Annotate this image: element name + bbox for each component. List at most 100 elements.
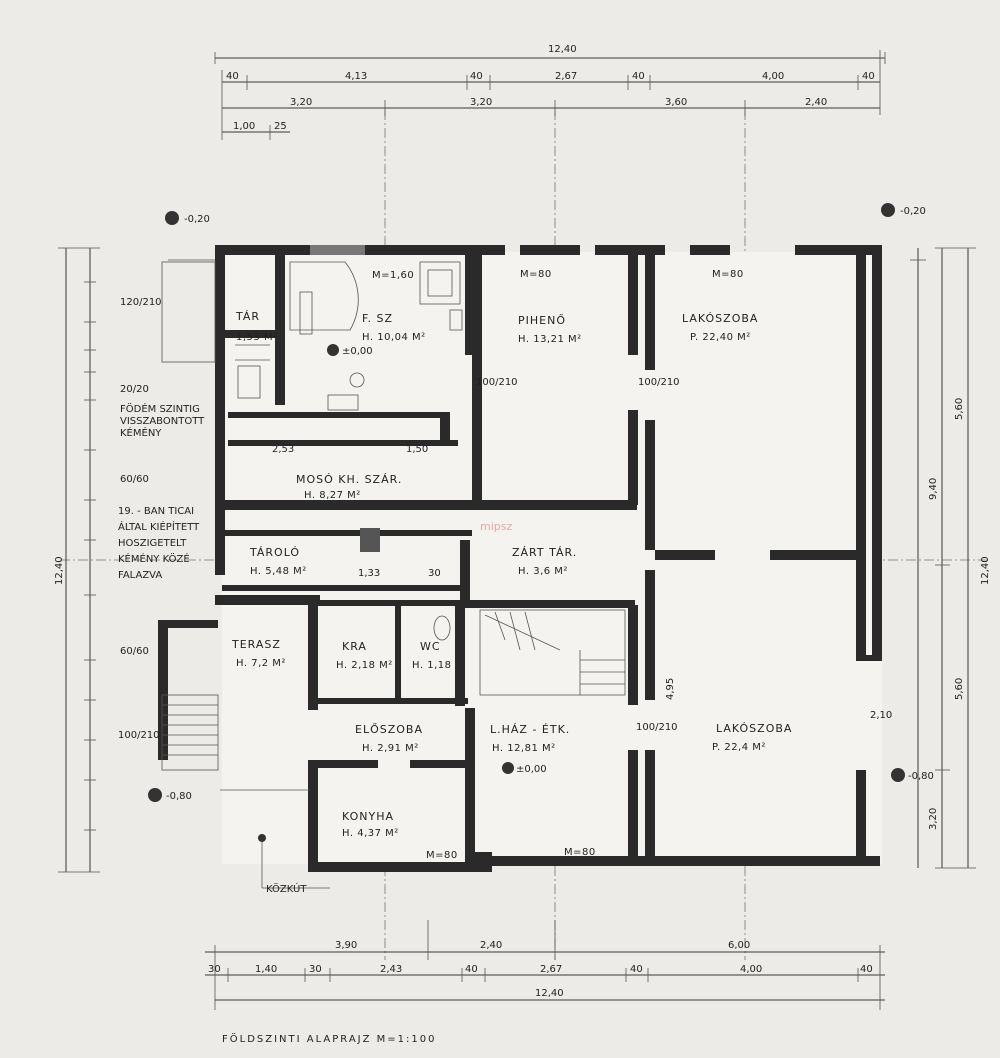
room-eloszoba-name: ELŐSZOBA bbox=[355, 722, 423, 736]
plan-caption: FÖLDSZINTI ALAPRAJZ M=1:100 bbox=[222, 1032, 436, 1045]
top-dimensions: 12,40 40 4,13 40 2,67 40 4,00 40 3,20 3,… bbox=[214, 44, 886, 140]
room-fsz-name: F. SZ bbox=[362, 312, 393, 325]
note-line: HOSZIGETELT bbox=[118, 538, 187, 549]
room-lako1-height: M=80 bbox=[712, 269, 744, 280]
room-konyha-area: H. 4,37 M² bbox=[342, 828, 399, 839]
dim-top-3a: 1,00 bbox=[233, 121, 255, 132]
dim-inner: 2,10 bbox=[870, 710, 892, 721]
notes: FÖDÉM SZINTIG VISSZABONTOTT KÉMÉNY 19. -… bbox=[118, 402, 307, 895]
level-marker-icon bbox=[148, 788, 162, 802]
room-konyha-height: M=80 bbox=[426, 850, 458, 861]
watermark-logo: mipsz bbox=[480, 520, 512, 533]
dim-top-1d: 2,67 bbox=[555, 71, 577, 82]
dim-bottom-1f: 2,67 bbox=[540, 964, 562, 975]
dim-inner: 30 bbox=[428, 568, 441, 579]
right-dimensions: 5,60 5,60 3,20 9,40 12,40 bbox=[910, 247, 991, 869]
dim-bottom-1g: 40 bbox=[630, 964, 643, 975]
room-lako1-name: LAKÓSZOBA bbox=[682, 312, 758, 325]
note-line: FÖDÉM SZINTIG bbox=[120, 402, 200, 415]
opening-tag: 20/20 bbox=[120, 384, 149, 395]
room-moso-area: H. 8,27 M² bbox=[304, 490, 361, 501]
room-moso-name: MOSÓ KH. SZÁR. bbox=[296, 473, 402, 486]
dim-right-3: 3,20 bbox=[928, 808, 939, 830]
opening-tags: 100/210 100/210 100/210 100/210 60/60 60… bbox=[118, 297, 892, 741]
level-topleft: -0,20 bbox=[184, 214, 210, 225]
room-terasz-name: TERASZ bbox=[231, 638, 281, 651]
dim-right-1: 5,60 bbox=[954, 398, 965, 420]
room-kra-area: H. 2,18 M² bbox=[336, 660, 393, 671]
dim-top-3b: 25 bbox=[274, 121, 287, 132]
dim-top-1e: 40 bbox=[632, 71, 645, 82]
room-fsz-area: H. 10,04 M² bbox=[362, 332, 426, 343]
opening-tag: 100/210 bbox=[118, 730, 160, 741]
dim-top-total: 12,40 bbox=[548, 44, 577, 55]
level-marker-icon bbox=[881, 203, 895, 217]
room-eloszoba-area: H. 2,91 M² bbox=[362, 743, 419, 754]
opening-tag: 60/60 bbox=[120, 646, 149, 657]
level-center: ±0,00 bbox=[342, 346, 373, 357]
dim-bottom-1e: 40 bbox=[465, 964, 478, 975]
note-kozkut: KÖZKÚT bbox=[266, 882, 307, 895]
dim-right-2: 5,60 bbox=[954, 678, 965, 700]
dim-inner: 1,33 bbox=[358, 568, 380, 579]
room-piheno-area: H. 13,21 M² bbox=[518, 334, 582, 345]
dim-right-mid: 9,40 bbox=[928, 478, 939, 500]
room-tar-name: TÁR bbox=[235, 310, 260, 323]
opening-tag: 100/210 bbox=[638, 377, 680, 388]
dim-top-1f: 4,00 bbox=[762, 71, 784, 82]
room-tarolo-area: H. 5,48 M² bbox=[250, 566, 307, 577]
room-terasz-area: H. 7,2 M² bbox=[236, 658, 286, 669]
dim-bottom-1h: 4,00 bbox=[740, 964, 762, 975]
note-line: 19. - BAN TICAI bbox=[118, 506, 194, 517]
dim-left-total: 12,40 bbox=[54, 556, 65, 585]
room-fsz-height: M=1,60 bbox=[372, 270, 414, 281]
dim-top-2c: 3,60 bbox=[665, 97, 687, 108]
dim-top-1b: 4,13 bbox=[345, 71, 367, 82]
room-zart-name: ZÁRT TÁR. bbox=[512, 546, 577, 559]
dim-top-2d: 2,40 bbox=[805, 97, 827, 108]
room-lako1-area: P. 22,40 M² bbox=[690, 332, 751, 343]
dim-bottom-2b: 2,40 bbox=[480, 940, 502, 951]
note-line: VISSZABONTOTT bbox=[120, 416, 205, 427]
room-tarolo-name: TÁROLÓ bbox=[249, 546, 300, 559]
bottom-dimensions: 3,90 2,40 6,00 30 1,40 30 2,43 40 2,67 4… bbox=[205, 920, 885, 1010]
note-line: KÉMÉNY KÖZÉ bbox=[118, 552, 190, 565]
room-piheno-height: M=80 bbox=[520, 269, 552, 280]
note-line: FALAZVA bbox=[118, 570, 162, 581]
level-bottomleft: -0,80 bbox=[166, 791, 192, 802]
dim-inner: 1,50 bbox=[406, 444, 428, 455]
room-lako2-area: P. 22,4 M² bbox=[712, 742, 766, 753]
level-marker-icon bbox=[502, 762, 514, 774]
note-line: ÁLTAL KIÉPÍTETT bbox=[118, 520, 200, 533]
room-konyha-name: KONYHA bbox=[342, 810, 394, 823]
left-dimensions: 12,40 bbox=[54, 247, 100, 873]
walls bbox=[158, 245, 882, 872]
dim-bottom-1d: 2,43 bbox=[380, 964, 402, 975]
room-lhaz-height: M=80 bbox=[564, 847, 596, 858]
room-wc-area: H. 1,18 bbox=[412, 660, 451, 671]
room-lhaz-area: H. 12,81 M² bbox=[492, 743, 556, 754]
level-marker-icon bbox=[327, 344, 339, 356]
level-right: -0,80 bbox=[908, 771, 934, 782]
room-kra-name: KRA bbox=[342, 640, 367, 653]
room-labels: TÁR 1,53 M² M=1,60 F. SZ H. 10,04 M² M=8… bbox=[231, 269, 792, 861]
dim-top-2b: 3,20 bbox=[470, 97, 492, 108]
internal-stairs bbox=[479, 609, 626, 696]
dim-inner: 2,53 bbox=[272, 444, 294, 455]
dim-inner: 4,95 bbox=[665, 678, 676, 700]
room-wc-name: WC bbox=[420, 640, 441, 653]
opening-tag: 100/210 bbox=[476, 377, 518, 388]
dim-bottom-1b: 1,40 bbox=[255, 964, 277, 975]
dim-bottom-total: 12,40 bbox=[535, 988, 564, 999]
dim-right-total: 12,40 bbox=[980, 556, 991, 585]
dim-bottom-2c: 6,00 bbox=[728, 940, 750, 951]
dim-bottom-2a: 3,90 bbox=[335, 940, 357, 951]
room-zart-area: H. 3,6 M² bbox=[518, 566, 568, 577]
room-tar-area: 1,53 M² bbox=[236, 332, 278, 343]
level-markers: -0,20 -0,20 ±0,00 ±0,00 -0,80 -0,80 bbox=[148, 203, 934, 802]
level-topright: -0,20 bbox=[900, 206, 926, 217]
level-lhaz: ±0,00 bbox=[516, 764, 547, 775]
room-lako2-name: LAKÓSZOBA bbox=[716, 722, 792, 735]
opening-tag: 120/210 bbox=[120, 297, 162, 308]
dim-top-1g: 40 bbox=[862, 71, 875, 82]
